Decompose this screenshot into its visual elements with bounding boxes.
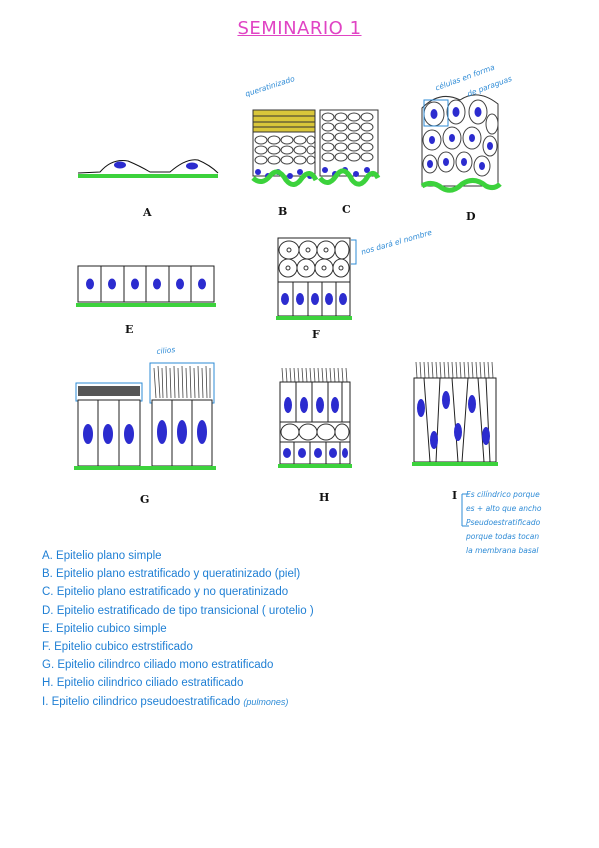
figure-c-label: C	[342, 203, 351, 216]
figure-i-note-line: Es cilíndrico porque	[466, 490, 540, 499]
figure-i-note-line: la membrana basal	[466, 546, 539, 555]
figure-e-drawing	[76, 265, 216, 307]
figure-i-drawing	[412, 361, 498, 527]
legend-item: I. Epitelio cilindrico pseudoestratifica…	[42, 693, 314, 711]
legend-item-text: F. Epitelio cubico estrstificado	[42, 641, 193, 654]
figure-f-label: F	[312, 328, 320, 341]
legend-item-text: E. Epitelio cubico simple	[42, 622, 167, 635]
figure-c-drawing	[318, 109, 381, 187]
figure-b-label: B	[278, 205, 288, 218]
figure-a-label: A	[143, 206, 152, 219]
figure-a-drawing	[77, 159, 219, 178]
page-title: SEMINARIO 1	[237, 18, 362, 39]
figure-g-drawing	[74, 362, 216, 470]
legend-item: F. Epitelio cubico estrstificado	[42, 638, 314, 656]
legend-item: C. Epitelio plano estratificado y no que…	[42, 583, 314, 601]
figure-i-note-line: porque todas tocan	[466, 532, 540, 541]
legend-item-text: G. Epitelio cilindrco ciliado mono estra…	[42, 659, 274, 672]
figure-f-drawing	[276, 237, 357, 320]
figure-b-drawing	[251, 109, 319, 187]
legend-item: A. Epitelio plano simple	[42, 547, 314, 565]
legend-item: H. Epitelio cilindrico ciliado estratifi…	[42, 674, 314, 692]
figure-g-label: G	[140, 493, 150, 506]
figure-h-drawing	[278, 367, 352, 468]
figure-i-note-line: Pseudoestratificado	[466, 518, 541, 527]
legend-item: D. Epitelio estratificado de tipo transi…	[42, 602, 314, 620]
legend-item-text: I. Epitelio cilindrico pseudoestratifica…	[42, 695, 241, 708]
legend-item: B. Epitelio plano estratificado y querat…	[42, 565, 314, 583]
legend-item-text: D. Epitelio estratificado de tipo transi…	[42, 604, 314, 617]
figure-i-note: Es cilíndrico porque es + alto que ancho…	[466, 488, 542, 558]
legend-item: E. Epitelio cubico simple	[42, 620, 314, 638]
figure-i-label: I	[452, 489, 458, 502]
figure-h-label: H	[319, 491, 330, 504]
legend-list: A. Epitelio plano simple B. Epitelio pla…	[42, 547, 314, 711]
figure-e-label: E	[125, 323, 134, 336]
legend-item-note: (pulmones)	[243, 696, 289, 707]
legend-item-text: B. Epitelio plano estratificado y querat…	[42, 568, 301, 581]
legend-item-text: C. Epitelio plano estratificado y no que…	[42, 586, 289, 599]
figure-i-note-line: es + alto que ancho	[466, 504, 542, 513]
figure-d-label: D	[466, 210, 476, 223]
figure-d-drawing	[420, 94, 502, 193]
legend-item: G. Epitelio cilindrco ciliado mono estra…	[42, 656, 314, 674]
legend-item-text: H. Epitelio cilindrico ciliado estratifi…	[42, 677, 244, 690]
legend-item-text: A. Epitelio plano simple	[42, 550, 162, 562]
